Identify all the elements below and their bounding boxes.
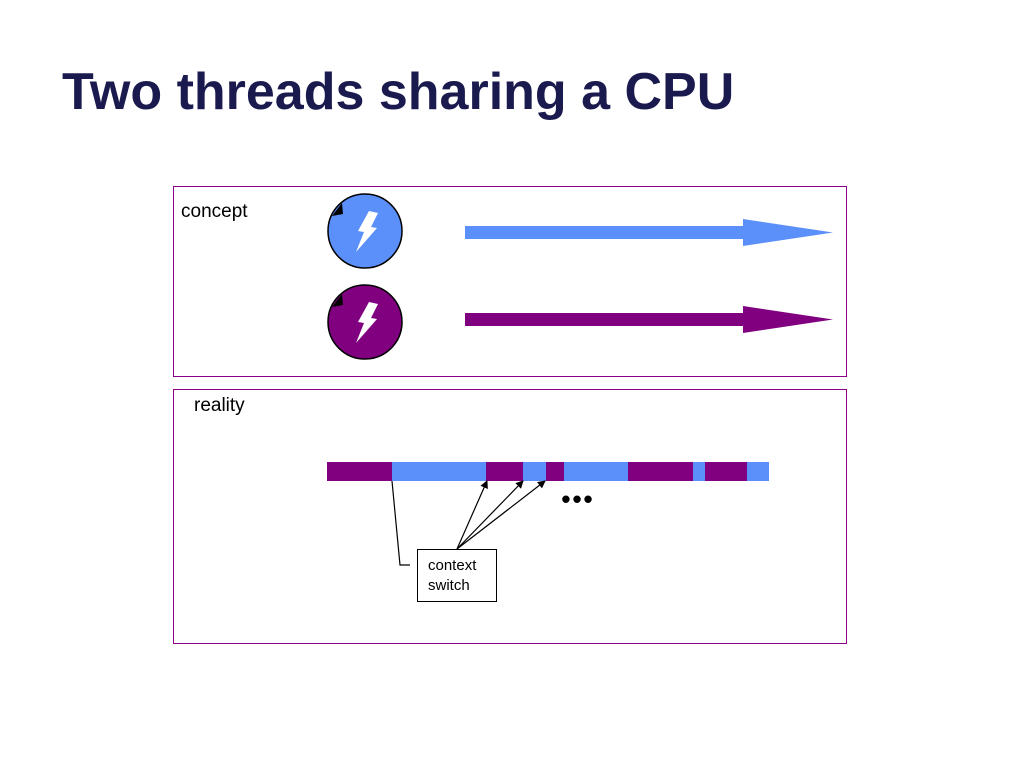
lightning-icon [356, 211, 378, 252]
thread-b-icon [327, 284, 403, 360]
callout-line-2: switch [428, 577, 470, 594]
timeline-slice [705, 462, 747, 481]
timeline-slice [392, 462, 486, 481]
callout-line-1: context [428, 557, 477, 574]
rotation-arrow-icon [332, 294, 343, 307]
timeline-slice [693, 462, 705, 481]
timeline-slice [747, 462, 769, 481]
cpu-timeline [327, 462, 769, 481]
timeline-slice [327, 462, 392, 481]
context-switch-callout: context switch [417, 549, 497, 602]
thread-b-arrow [465, 306, 833, 333]
timeline-slice [546, 462, 564, 481]
page-title: Two threads sharing a CPU [62, 63, 735, 121]
rotation-arrow-icon [332, 203, 343, 216]
ellipsis: ••• [561, 484, 594, 514]
timeline-slice [564, 462, 628, 481]
timeline-slice [486, 462, 523, 481]
reality-panel [173, 389, 847, 644]
concept-panel [173, 186, 847, 377]
timeline-slice [628, 462, 693, 481]
lightning-icon [356, 302, 378, 343]
context-switch-pointers [391, 480, 546, 566]
reality-label: reality [194, 395, 245, 416]
thread-a-icon [327, 193, 403, 269]
concept-label: concept [181, 201, 248, 222]
timeline-slice [523, 462, 546, 481]
thread-a-arrow [465, 219, 833, 246]
